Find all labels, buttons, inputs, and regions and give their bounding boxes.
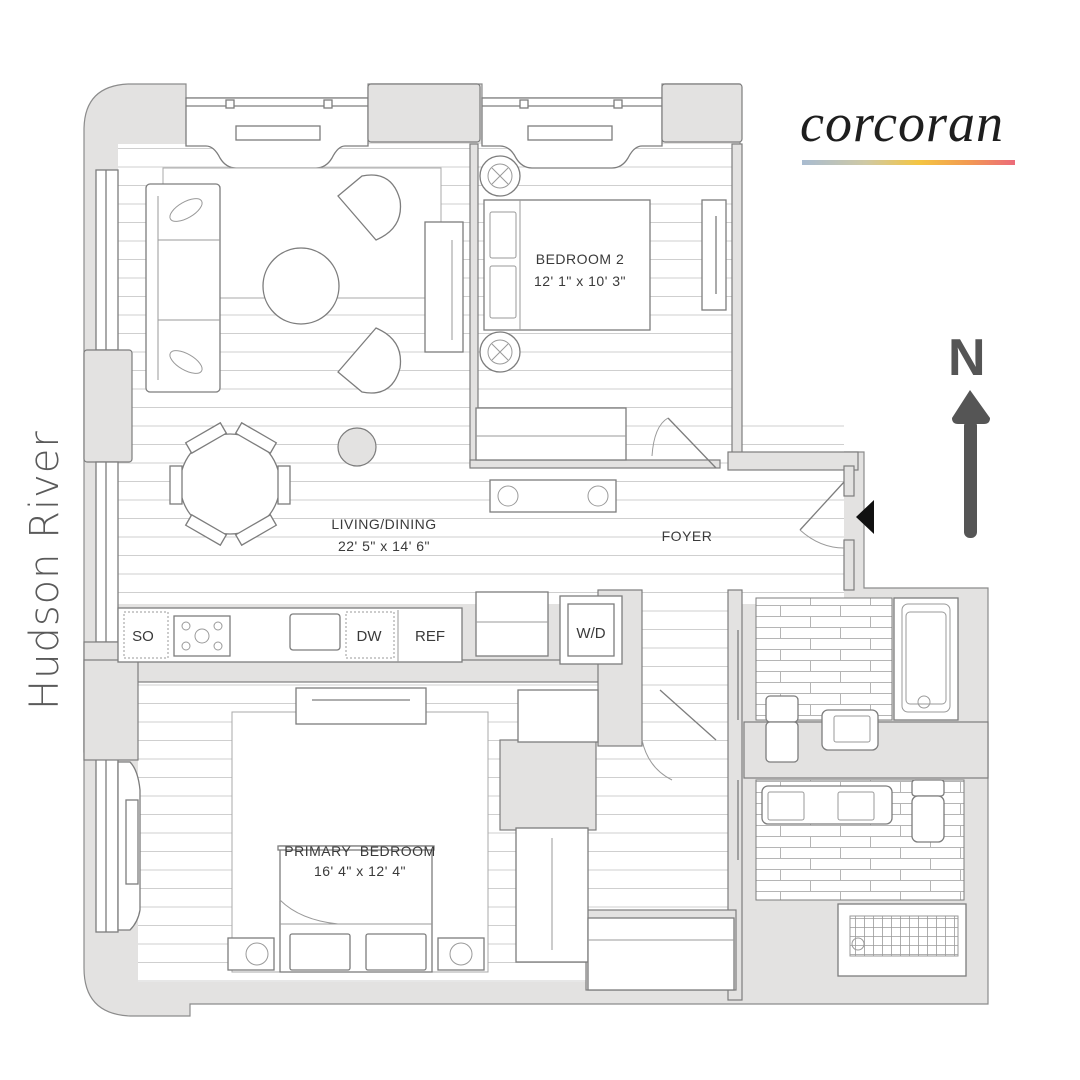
- brand-logo: corcoran: [800, 93, 1004, 153]
- north-arrow-icon: [952, 390, 990, 538]
- primary-bedroom-dimensions: 16' 4" x 12' 4": [314, 863, 406, 879]
- foyer-name: FOYER: [662, 528, 713, 544]
- hudson-river-label: Hudson River: [22, 430, 68, 710]
- bathrooms: [737, 597, 967, 977]
- dw-label: DW: [357, 628, 383, 645]
- so-label: SO: [132, 628, 154, 645]
- bedroom2-furniture: [475, 155, 727, 461]
- kitchen-counter: [117, 591, 623, 743]
- living-dining-dimensions: 22' 5" x 14' 6": [338, 538, 430, 554]
- bedroom2-dimensions: 12' 1" x 10' 3": [534, 273, 626, 289]
- north-label: N: [948, 329, 986, 387]
- living-furniture: [145, 167, 464, 547]
- bedroom2-name: BEDROOM 2: [536, 251, 625, 267]
- entry-marker-icon: [856, 500, 874, 534]
- windows-north: [185, 83, 743, 169]
- foyer-elements: [489, 417, 845, 549]
- room-labels: BEDROOM 2 12' 1" x 10' 3" LIVING/DINING …: [132, 251, 712, 879]
- wd-label: W/D: [576, 625, 605, 642]
- living-dining-name: LIVING/DINING: [331, 516, 436, 532]
- primary-bedroom-name: PRIMARY BEDROOM: [284, 843, 435, 859]
- ref-label: REF: [415, 628, 445, 645]
- primary-furniture: [227, 687, 735, 991]
- brand-color-bar: [802, 160, 1015, 165]
